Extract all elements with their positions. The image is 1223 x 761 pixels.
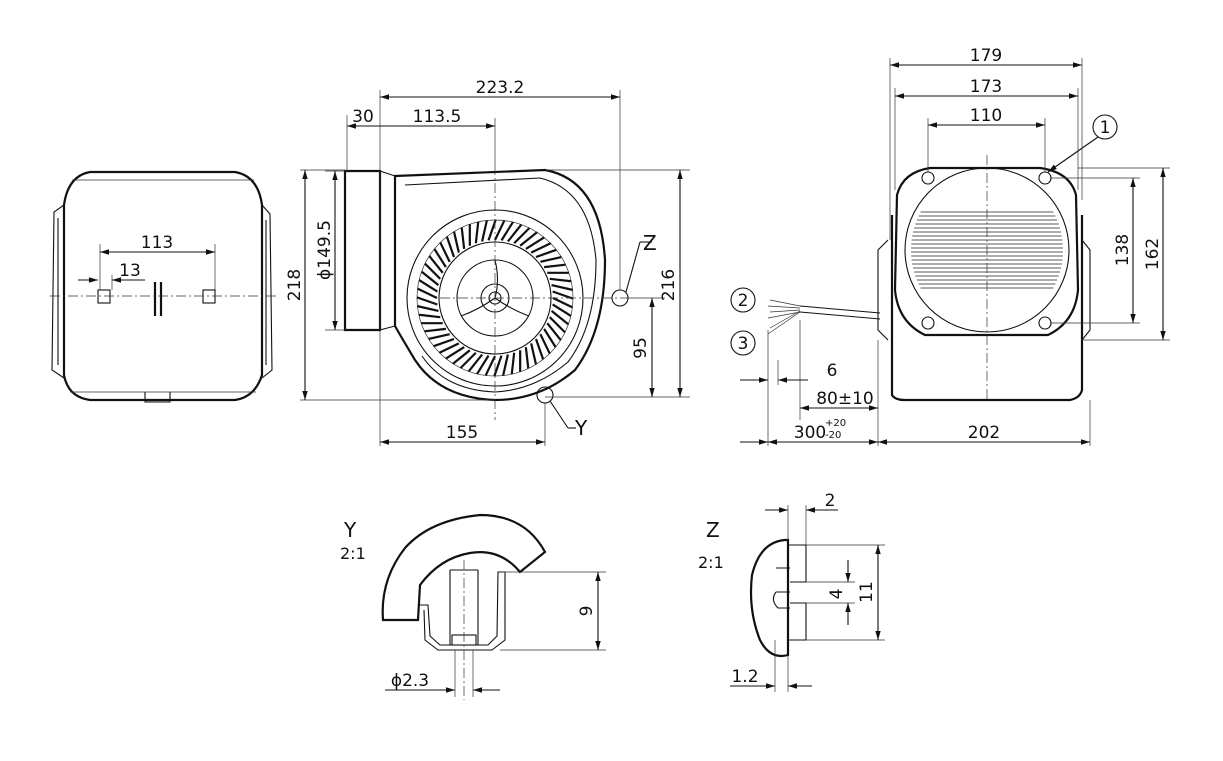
dim-6: 6	[827, 361, 838, 381]
dim-2: 2	[825, 491, 836, 511]
dim-phi-149-5: ϕ149.5	[315, 220, 335, 280]
dim-300-tol-upper: +20	[825, 418, 846, 429]
front-view-impeller-blades	[416, 219, 574, 377]
side-view-right-flange	[261, 204, 273, 379]
rear-view-cable	[799, 305, 881, 320]
dim-223-2: 223.2	[476, 78, 525, 98]
dim-216: 216	[659, 269, 679, 301]
rear-view-frame	[893, 166, 1080, 337]
side-view-clip	[153, 282, 163, 316]
dim-80-10: 80±10	[816, 389, 874, 409]
side-view-tab-left	[97, 289, 111, 304]
rear-view: 1 2 3 179 173 110 138 162	[730, 46, 1170, 446]
side-view-housing	[62, 170, 264, 402]
balloon-3	[730, 330, 756, 356]
callout-z: Z	[643, 231, 657, 255]
front-view: Z Y 223.2 30 113.5 ϕ149.5 218	[285, 78, 690, 446]
dim-202: 202	[968, 423, 1000, 443]
dim-9: 9	[577, 606, 597, 617]
front-view-inlet-flange	[343, 169, 382, 332]
detail-y-title: Y	[343, 518, 357, 542]
callout-y: Y	[574, 416, 588, 440]
balloon-1-label: 1	[1100, 118, 1111, 138]
rear-view-hole-tr	[1038, 171, 1052, 185]
side-view-foot	[144, 392, 171, 403]
dim-113: 113	[141, 233, 173, 253]
dim-300: 300	[794, 423, 826, 443]
balloon-2-label: 2	[738, 291, 749, 311]
dim-95: 95	[631, 337, 651, 359]
balloon-1	[1092, 114, 1118, 140]
dim-110: 110	[970, 106, 1002, 126]
rear-view-hole-br	[1038, 316, 1052, 330]
dim-1-2: 1.2	[731, 667, 758, 687]
detail-y-scale: 2:1	[340, 544, 366, 563]
side-view-left-flange	[51, 204, 65, 379]
dim-300-tol-lower: -20	[825, 430, 841, 441]
detail-y-clip	[381, 513, 547, 622]
dim-179: 179	[970, 46, 1002, 66]
rear-view-body	[890, 215, 1084, 402]
detail-z-scale: 2:1	[698, 553, 724, 572]
dim-155: 155	[446, 423, 478, 443]
dim-30: 30	[352, 107, 374, 127]
dim-162: 162	[1143, 238, 1163, 270]
dim-13: 13	[119, 261, 141, 281]
dim-11: 11	[857, 581, 877, 603]
detail-z-title: Z	[706, 518, 720, 542]
balloon-2	[730, 287, 756, 313]
side-view: 113 13	[50, 170, 276, 403]
front-view-volute	[393, 168, 607, 402]
rear-view-hole-tl	[921, 171, 935, 185]
detail-y: Y 2:1 9 ϕ2.3	[340, 513, 606, 700]
balloon-3-label: 3	[738, 334, 749, 354]
dim-173: 173	[970, 77, 1002, 97]
side-view-tab-right	[202, 289, 216, 304]
rear-view-hole-bl	[921, 316, 935, 330]
dim-138: 138	[1113, 234, 1133, 266]
front-view-spokes	[460, 259, 530, 317]
side-view-inner-edge	[70, 179, 256, 393]
dim-4: 4	[827, 589, 847, 600]
dim-phi-2-3: ϕ2.3	[391, 671, 429, 691]
dim-218: 218	[285, 269, 305, 301]
dim-113-5: 113.5	[413, 107, 462, 127]
detail-z-clip	[749, 538, 790, 658]
detail-z: Z 2:1 11 4 2 1.2	[698, 491, 885, 692]
